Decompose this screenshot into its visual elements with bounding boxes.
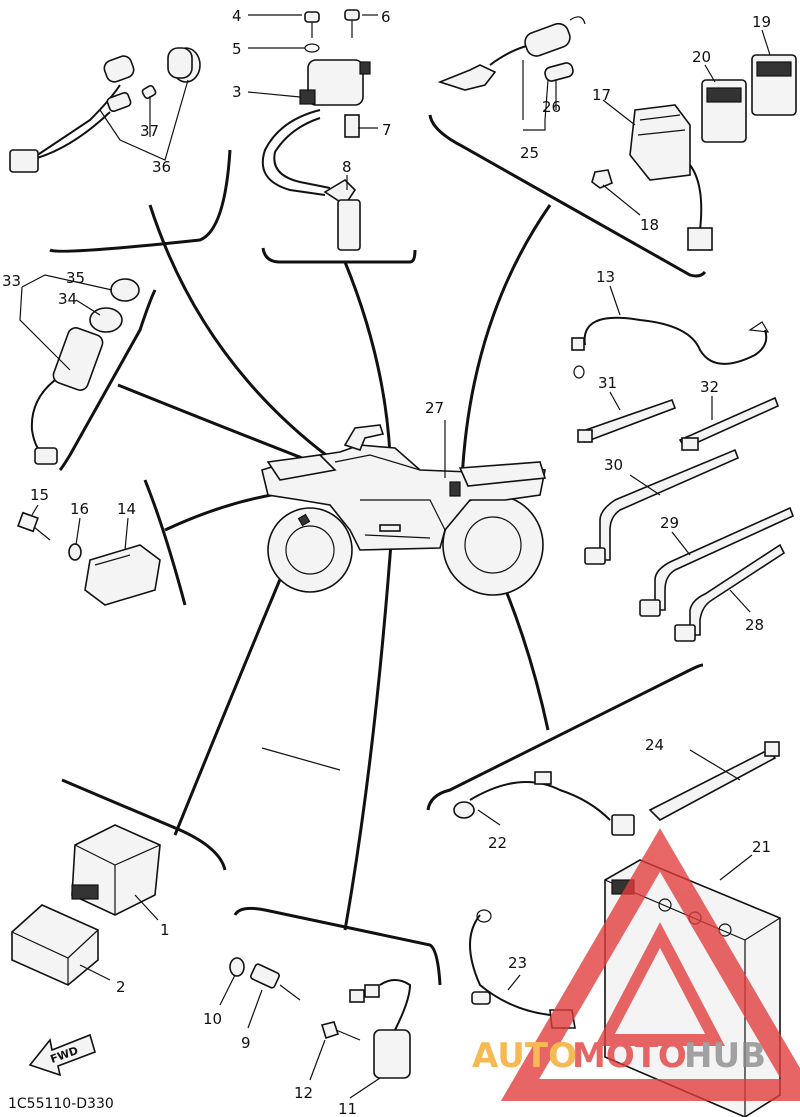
watermark-text-auto: AUTO — [472, 1036, 577, 1076]
part-12-bolt — [320, 1021, 361, 1041]
atv-front-rack — [266, 454, 337, 481]
group-bracket-lines — [49, 114, 707, 986]
label-part-14: 14 — [117, 500, 136, 518]
part-33-switch-assy — [30, 327, 104, 465]
label-part-19: 19 — [752, 13, 771, 31]
label-part-10: 10 — [203, 1010, 222, 1028]
label-part-12: 12 — [294, 1084, 313, 1102]
label-part-7: 7 — [382, 121, 392, 139]
atv-vehicle — [261, 424, 547, 596]
part-18-bolt — [591, 169, 613, 189]
part-28-band — [674, 543, 786, 642]
part-20-fuse-box — [701, 79, 747, 143]
label-part-21: 21 — [752, 838, 771, 856]
watermark-logo: AUTO MOTO HUB — [472, 828, 800, 1101]
part-2-cover — [11, 904, 99, 986]
atv-body — [261, 444, 546, 551]
part-35-cap — [110, 278, 140, 302]
bracket-bottom-center — [233, 906, 442, 986]
bracket-left-33 — [58, 289, 157, 472]
label-part-5: 5 — [232, 40, 242, 58]
atv-battery-location — [449, 481, 461, 497]
group-part-labels: 4 5 3 6 7 8 26 25 17 18 20 19 37 36 33 3… — [2, 7, 771, 1117]
callout-left-33 — [117, 383, 321, 467]
part-1-cdi-unit — [71, 824, 161, 916]
label-part-33: 33 — [2, 272, 21, 290]
label-part-27: 27 — [425, 399, 444, 417]
label-part-1: 1 — [160, 921, 170, 939]
callout-top-center — [343, 261, 392, 456]
label-part-30: 30 — [604, 456, 623, 474]
atv-front-wheel — [267, 507, 353, 593]
label-part-17: 17 — [592, 86, 611, 104]
part-19-fuse-box-cover — [751, 54, 797, 116]
label-part-13: 13 — [596, 268, 615, 286]
diagram-code: 1C55110-D330 — [8, 1096, 114, 1112]
label-part-8: 8 — [342, 158, 352, 176]
label-part-23: 23 — [508, 954, 527, 972]
label-part-18: 18 — [640, 216, 659, 234]
part-36-sensor-assy — [9, 47, 201, 173]
label-part-2: 2 — [116, 978, 126, 996]
bracket-left-14 — [143, 479, 187, 606]
atv-handlebar — [343, 424, 385, 451]
label-part-20: 20 — [692, 48, 711, 66]
bracket-top-right — [428, 114, 707, 278]
part-3-ignition-coil — [261, 9, 371, 251]
label-part-31: 31 — [598, 374, 617, 392]
part-32-clamp — [678, 396, 780, 451]
fwd-arrow: FWD — [28, 1033, 96, 1077]
label-part-22: 22 — [488, 834, 507, 852]
watermark-triangle-icon — [500, 828, 800, 1101]
label-part-35: 35 — [66, 269, 85, 287]
label-part-29: 29 — [660, 514, 679, 532]
part-29-band — [639, 506, 795, 617]
label-part-34: 34 — [58, 290, 77, 308]
label-part-36: 36 — [152, 158, 171, 176]
watermark-text-hub: HUB — [684, 1036, 766, 1076]
label-part-6: 6 — [381, 8, 391, 26]
label-part-26: 26 — [542, 98, 561, 116]
part-11-switch-assy — [349, 979, 412, 1079]
label-part-4: 4 — [232, 7, 242, 25]
label-part-3: 3 — [232, 83, 242, 101]
label-part-37: 37 — [140, 122, 159, 140]
part-10-washer — [229, 957, 245, 977]
label-part-25: 25 — [520, 144, 539, 162]
bracket-top-left — [49, 149, 232, 253]
part-30-band — [584, 448, 740, 565]
part-9-switch — [250, 963, 301, 1001]
part-31-band — [577, 398, 677, 444]
group-leader-lines — [19, 14, 771, 1099]
label-part-11: 11 — [338, 1100, 357, 1117]
part-26-fuse — [544, 62, 574, 82]
label-part-24: 24 — [645, 736, 664, 754]
bracket-bottom-left — [61, 778, 227, 871]
part-17-starter-relay — [629, 104, 713, 251]
callout-top-right — [460, 204, 552, 481]
part-24-band — [648, 741, 780, 821]
atv-rear-rack — [458, 461, 547, 487]
label-part-9: 9 — [241, 1034, 251, 1052]
part-22-cable — [453, 771, 635, 836]
label-part-32: 32 — [700, 378, 719, 396]
part-16-washer — [68, 543, 82, 561]
label-part-28: 28 — [745, 616, 764, 634]
bracket-bottom-right — [426, 663, 704, 811]
watermark-text-moto: MOTO — [572, 1036, 687, 1076]
part-14-regulator — [84, 544, 161, 606]
callout-bottom-center — [343, 529, 394, 931]
callout-top-left — [148, 204, 331, 460]
label-part-15: 15 — [30, 486, 49, 504]
part-15-bolt — [17, 511, 51, 541]
label-part-16: 16 — [70, 500, 89, 518]
part-25-starter-cable — [437, 16, 586, 91]
part-13-lead — [571, 316, 770, 379]
